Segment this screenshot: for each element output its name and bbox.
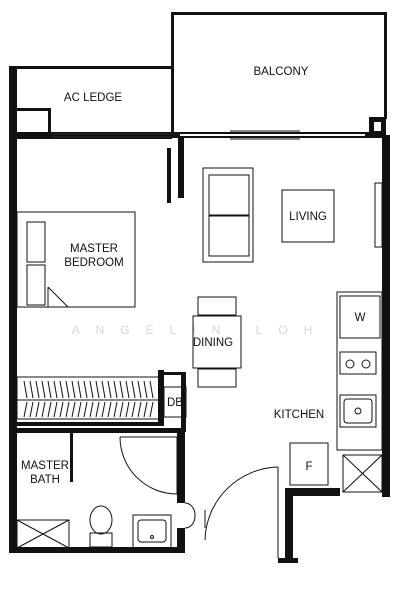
label-balcony: BALCONY xyxy=(254,66,309,78)
wardrobe-hanger xyxy=(35,380,40,399)
entrance-door xyxy=(184,466,279,558)
wardrobe-hanger xyxy=(89,380,94,399)
living-window xyxy=(374,182,383,248)
wardrobe-hanger xyxy=(83,401,88,418)
wardrobe-hanger xyxy=(53,380,58,399)
wardrobe-hanger xyxy=(101,401,106,418)
fridge xyxy=(289,442,329,486)
sofa xyxy=(202,167,254,263)
wardrobe-hanger xyxy=(59,401,64,418)
db-box xyxy=(163,386,187,418)
wardrobe-hanger xyxy=(53,401,58,418)
wardrobe-hanger xyxy=(77,380,82,399)
wardrobe xyxy=(23,380,154,418)
label-master-bath-1: MASTER xyxy=(21,460,69,472)
wardrobe-hanger xyxy=(125,401,130,418)
wardrobe-hanger xyxy=(119,401,124,418)
wardrobe-hanger xyxy=(125,380,130,399)
wardrobe-hanger xyxy=(59,380,64,399)
wardrobe-hanger xyxy=(95,380,100,399)
wardrobe-hanger xyxy=(95,401,100,418)
wardrobe-hanger xyxy=(119,380,124,399)
ac-ledge-area xyxy=(17,108,172,139)
wardrobe-hanger xyxy=(107,401,112,418)
balcony-sliding-door xyxy=(171,130,383,140)
label-washer: W xyxy=(355,312,366,324)
wardrobe-hanger xyxy=(71,380,76,399)
wardrobe-hanger xyxy=(149,401,154,418)
wardrobe-hanger xyxy=(113,401,118,418)
wardrobe-hanger xyxy=(65,380,70,399)
wardrobe-hanger xyxy=(143,401,148,418)
label-master-bedroom-2: BEDROOM xyxy=(64,257,123,269)
wardrobe-hanger xyxy=(107,380,112,399)
wardrobe-hanger xyxy=(83,380,88,399)
toilet xyxy=(89,505,113,548)
wardrobe-hanger xyxy=(89,401,94,418)
wardrobe-hanger xyxy=(47,380,52,399)
label-master-bath-2: BATH xyxy=(30,474,60,486)
coffee-table xyxy=(281,189,335,243)
wardrobe-hanger xyxy=(101,380,106,399)
kitchen-shaft xyxy=(342,454,383,493)
label-dining: DINING xyxy=(193,337,233,349)
wardrobe-hanger xyxy=(131,380,136,399)
wardrobe-hanger xyxy=(29,380,34,399)
kitchen-counter xyxy=(336,291,383,451)
outer-walls xyxy=(9,12,390,563)
wardrobe-hanger xyxy=(35,401,40,418)
bedroom-walls xyxy=(16,138,186,432)
label-master-bedroom-1: MASTER xyxy=(70,243,118,255)
basin xyxy=(132,514,172,549)
wardrobe-hanger xyxy=(137,401,142,418)
label-db: DB xyxy=(167,397,183,409)
bathroom-door xyxy=(119,436,178,495)
bathroom-walls xyxy=(16,428,185,550)
wardrobe-hanger xyxy=(23,401,28,418)
watermark-text: ANGELIN LOH xyxy=(72,323,329,337)
wardrobe-hanger xyxy=(41,380,46,399)
label-fridge: F xyxy=(305,461,312,473)
wardrobe-hanger xyxy=(131,401,136,418)
wardrobe-hanger xyxy=(41,401,46,418)
dining-set xyxy=(192,296,242,388)
wardrobe-hanger xyxy=(65,401,70,418)
wardrobe-hanger xyxy=(29,401,34,418)
bed xyxy=(16,211,136,308)
wardrobe-hanger xyxy=(23,380,28,399)
wardrobe-hanger xyxy=(149,380,154,399)
wardrobe-hanger xyxy=(47,401,52,418)
wardrobe-hanger xyxy=(137,380,142,399)
wardrobe-hanger xyxy=(71,401,76,418)
wardrobe-hanger xyxy=(113,380,118,399)
label-kitchen: KITCHEN xyxy=(274,409,324,421)
wardrobe-hanger xyxy=(143,380,148,399)
label-living: LIVING xyxy=(289,211,327,223)
label-ac-ledge: AC LEDGE xyxy=(64,92,122,104)
wardrobe-hanger xyxy=(77,401,82,418)
